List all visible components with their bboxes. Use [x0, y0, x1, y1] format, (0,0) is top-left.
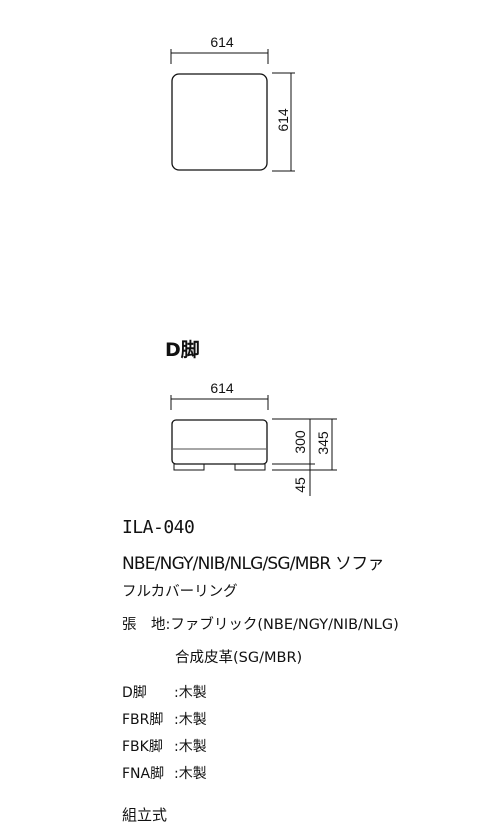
top-depth-label: 614 [275, 108, 291, 132]
side-view-title: D脚 [165, 339, 200, 361]
side-total-height-label: 345 [315, 431, 331, 455]
side-leg-height-label: 45 [292, 477, 308, 493]
leg-material: :木製 [174, 739, 207, 755]
upholstery-label: 張 地 [122, 617, 166, 633]
top-width-label: 614 [210, 34, 234, 50]
cover-type: フルカバーリング [122, 584, 238, 600]
leg-name: FBK脚 [122, 739, 163, 755]
side-cushion-outline [171, 419, 268, 465]
leg-row: FNA脚 :木製 [122, 763, 207, 783]
upholstery-fabric: :ファブリック(NBE/NGY/NIB/NLG) [165, 617, 399, 633]
leg-name: FBR脚 [122, 712, 164, 728]
top-view: 614 614 [170, 34, 295, 172]
side-width-label: 614 [210, 380, 234, 396]
top-seat-outline [171, 73, 268, 171]
model-code: ILA-040 [122, 517, 195, 538]
upholstery-leather: 合成皮革(SG/MBR) [175, 650, 303, 666]
leg-row: FBR脚 :木製 [122, 709, 207, 729]
leg-name: FNA脚 [122, 766, 165, 782]
leg-material: :木製 [174, 712, 207, 728]
assembly-type: 組立式 [122, 806, 168, 824]
color-variants: NBE/NGY/NIB/NLG/SG/MBR ソファ [122, 554, 384, 574]
side-leg-right [234, 463, 266, 471]
leg-row: FBK脚 :木製 [122, 736, 207, 756]
side-leg-left [173, 463, 205, 471]
leg-row: D脚 :木製 [122, 682, 207, 702]
leg-material: :木製 [174, 685, 207, 701]
leg-name: D脚 [122, 685, 147, 701]
side-seat-height-label: 300 [292, 430, 308, 454]
side-view: 614 300 345 45 [170, 380, 337, 496]
upholstery-row: 張 地:ファブリック(NBE/NGY/NIB/NLG) [122, 613, 399, 634]
leg-material: :木製 [174, 766, 207, 782]
